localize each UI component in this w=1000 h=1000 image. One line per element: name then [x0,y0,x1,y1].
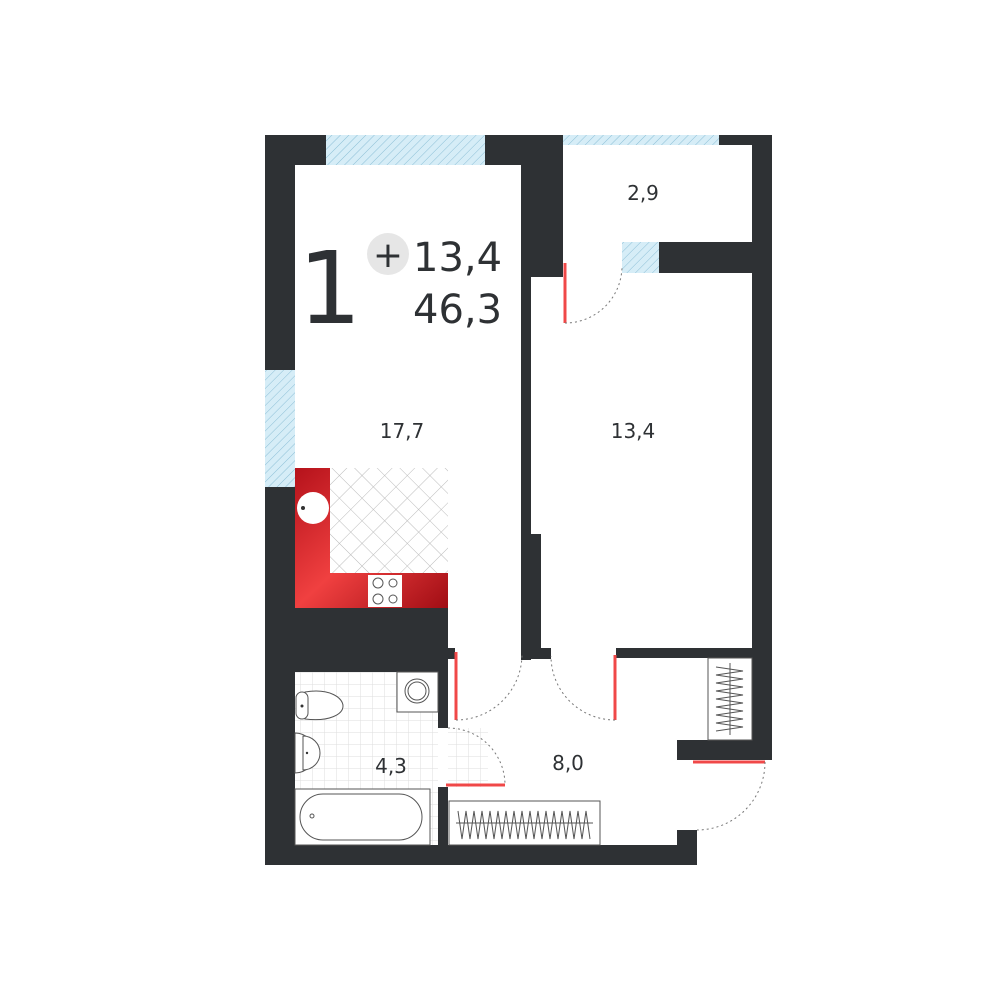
toilet-icon [295,690,344,721]
plus-badge-icon [367,233,409,275]
room-area-bathroom: 4,3 [375,754,407,778]
room-area-kitchen-living: 17,7 [380,419,425,443]
walls [265,135,772,865]
kitchen-counter [295,468,448,608]
room-area-hallway: 8,0 [552,751,584,775]
window-kitchen-left [265,370,295,487]
window-kitchen-top [326,135,485,165]
bathtub-icon [294,788,431,846]
washing-machine-icon [396,671,439,713]
kitchen-sink-icon [297,492,329,524]
kitchen-floor-tiles [330,468,448,573]
room-area-loggia: 2,9 [627,181,659,205]
washbasin-icon [294,732,321,774]
total-area: 46,3 [413,287,502,333]
plus-badge: + [373,235,403,276]
living-area: 13,4 [413,235,502,281]
bedroom-wardrobe-icon [707,657,753,741]
window-bedroom [622,242,659,273]
window-loggia [563,135,719,145]
room-area-bedroom: 13,4 [611,419,656,443]
doors[interactable] [446,263,766,831]
hallway-wardrobe-icon [448,800,601,846]
stove-icon [368,575,402,607]
rooms-count: 1 [298,230,362,347]
